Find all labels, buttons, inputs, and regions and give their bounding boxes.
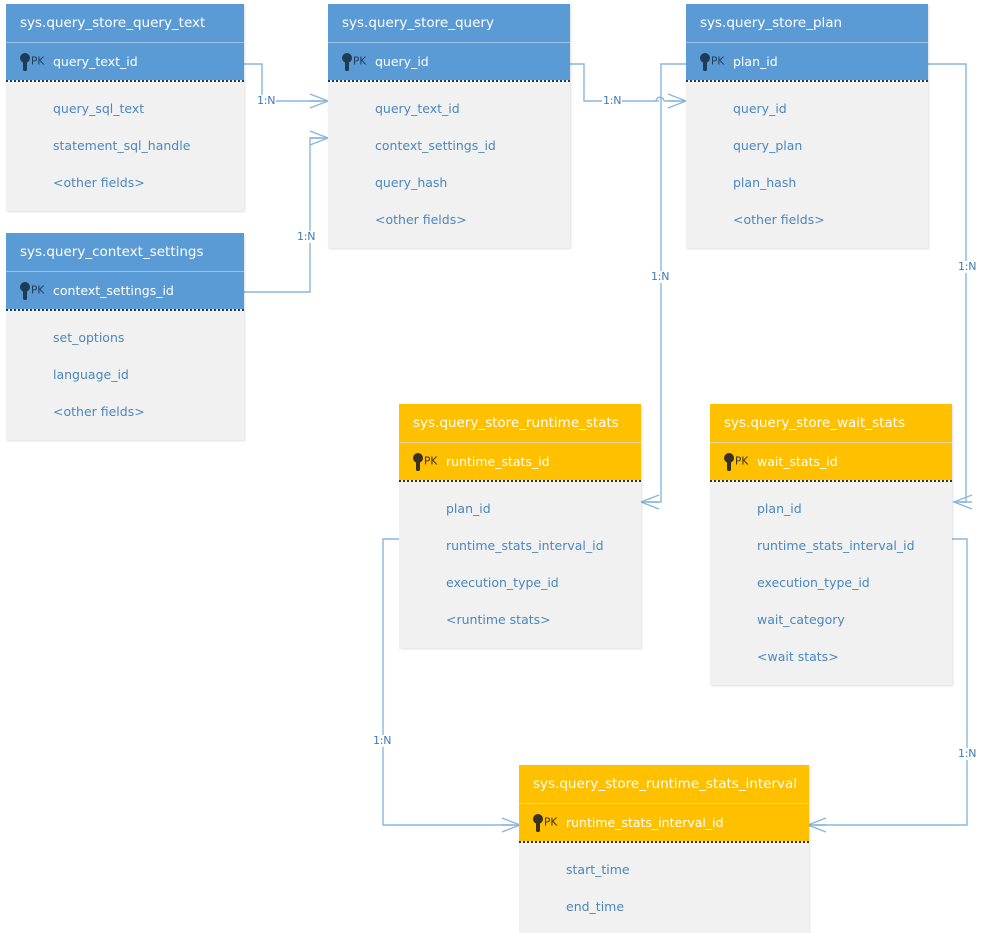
entity-field: query_id (733, 101, 787, 116)
entity-field: plan_id (757, 501, 802, 516)
entity-query-store-wait-stats[interactable]: sys.query_store_wait_stats PK wait_stats… (710, 404, 952, 685)
entity-field: plan_hash (733, 175, 797, 190)
entity-field: <other fields> (375, 212, 467, 227)
entity-field: end_time (566, 899, 625, 914)
crowfoot-query-to-plan (667, 93, 688, 109)
entity-fields-query-store-query-text: query_sql_text statement_sql_handle <oth… (6, 80, 244, 211)
cardinality-label-interval-to-wait-stats: 1:N (957, 747, 978, 760)
entity-field: start_time (566, 862, 630, 877)
entity-field: query_sql_text (53, 101, 145, 116)
entity-field: <wait stats> (757, 649, 839, 664)
entity-fields-query-store-wait-stats: plan_id runtime_stats_interval_id execut… (710, 480, 952, 685)
entity-title-query-context-settings: sys.query_context_settings (6, 233, 244, 272)
entity-field: wait_category (757, 612, 845, 627)
entity-query-store-runtime-stats[interactable]: sys.query_store_runtime_stats PK runtime… (399, 404, 641, 648)
entity-title-query-store-runtime-stats: sys.query_store_runtime_stats (399, 404, 641, 443)
entity-field: set_options (53, 330, 125, 345)
entity-pk-row-query-store-query[interactable]: PK query_id (328, 43, 570, 80)
pk-tag: PK (544, 816, 558, 828)
entity-pk-field-query-store-wait-stats: wait_stats_id (757, 454, 838, 469)
entity-field: <other fields> (733, 212, 825, 227)
entity-pk-row-query-store-query-text[interactable]: PK query_text_id (6, 43, 244, 80)
pk-tag: PK (424, 455, 438, 467)
crowfoot-plan-to-runtime-stats (639, 494, 660, 510)
entity-field: execution_type_id (446, 575, 559, 590)
entity-fields-query-store-runtime-stats-interval: start_time end_time (519, 841, 809, 933)
key-icon (18, 52, 44, 72)
entity-pk-row-query-store-runtime-stats-interval[interactable]: PK runtime_stats_interval_id (519, 804, 809, 841)
entity-pk-field-query-store-runtime-stats-interval: runtime_stats_interval_id (566, 815, 724, 830)
key-icon (531, 813, 557, 833)
entity-fields-query-store-plan: query_id query_plan plan_hash <other fie… (686, 80, 928, 248)
entity-pk-field-query-context-settings: context_settings_id (53, 283, 174, 298)
entity-query-context-settings[interactable]: sys.query_context_settings PK context_se… (6, 233, 244, 440)
key-icon (18, 281, 44, 301)
entity-fields-query-store-runtime-stats: plan_id runtime_stats_interval_id execut… (399, 480, 641, 648)
entity-title-query-store-wait-stats: sys.query_store_wait_stats (710, 404, 952, 443)
entity-field: statement_sql_handle (53, 138, 191, 153)
entity-query-store-query-text[interactable]: sys.query_store_query_text PK query_text… (6, 4, 244, 211)
crowfoot-plan-to-wait-stats (952, 494, 973, 510)
relationship-line-context-settings-to-query (244, 137, 322, 293)
pk-tag: PK (31, 284, 45, 296)
entity-query-store-plan[interactable]: sys.query_store_plan PK plan_id query_id… (686, 4, 928, 248)
entity-field: runtime_stats_interval_id (757, 538, 915, 553)
entity-field: execution_type_id (757, 575, 870, 590)
entity-title-query-store-query: sys.query_store_query (328, 4, 570, 43)
key-icon (722, 452, 748, 472)
entity-pk-field-query-store-query: query_id (375, 54, 429, 69)
crowfoot-interval-to-wait-stats (806, 817, 827, 833)
relationship-line-plan-to-runtime-stats (647, 63, 687, 503)
crowfoot-query-text-to-query (309, 93, 330, 109)
entity-field: runtime_stats_interval_id (446, 538, 604, 553)
entity-title-query-store-plan: sys.query_store_plan (686, 4, 928, 43)
cardinality-label-interval-to-runtime-stats: 1:N (372, 734, 393, 747)
entity-field: <runtime stats> (446, 612, 551, 627)
entity-field: plan_id (446, 501, 491, 516)
entity-field: <other fields> (53, 404, 145, 419)
key-icon (411, 452, 437, 472)
crowfoot-interval-to-runtime-stats (501, 817, 522, 833)
entity-query-store-runtime-stats-interval[interactable]: sys.query_store_runtime_stats_interval P… (519, 765, 809, 933)
entity-field: query_plan (733, 138, 803, 153)
entity-pk-row-query-store-wait-stats[interactable]: PK wait_stats_id (710, 443, 952, 480)
key-icon (340, 52, 366, 72)
entity-pk-row-query-context-settings[interactable]: PK context_settings_id (6, 272, 244, 309)
entity-pk-field-query-store-plan: plan_id (733, 54, 778, 69)
pk-tag: PK (735, 455, 749, 467)
entity-pk-row-query-store-plan[interactable]: PK plan_id (686, 43, 928, 80)
entity-field: language_id (53, 367, 129, 382)
line-hop-query-to-plan (655, 96, 665, 102)
key-icon (698, 52, 724, 72)
entity-fields-query-store-query: query_text_id context_settings_id query_… (328, 80, 570, 248)
entity-field: query_hash (375, 175, 448, 190)
entity-fields-query-context-settings: set_options language_id <other fields> (6, 309, 244, 440)
entity-query-store-query[interactable]: sys.query_store_query PK query_id query_… (328, 4, 570, 248)
cardinality-label-plan-to-runtime-stats: 1:N (650, 270, 671, 283)
entity-title-query-store-runtime-stats-interval: sys.query_store_runtime_stats_interval (519, 765, 809, 804)
cardinality-label-query-text-to-query: 1:N (256, 94, 277, 107)
cardinality-label-query-to-plan: 1:N (602, 94, 623, 107)
entity-field: context_settings_id (375, 138, 496, 153)
pk-tag: PK (31, 55, 45, 67)
cardinality-label-plan-to-wait-stats: 1:N (957, 260, 978, 273)
crowfoot-context-settings-to-query (309, 130, 330, 146)
cardinality-label-context-settings-to-query: 1:N (296, 230, 317, 243)
entity-field: <other fields> (53, 175, 145, 190)
entity-pk-row-query-store-runtime-stats[interactable]: PK runtime_stats_id (399, 443, 641, 480)
pk-tag: PK (353, 55, 367, 67)
entity-title-query-store-query-text: sys.query_store_query_text (6, 4, 244, 43)
entity-pk-field-query-store-query-text: query_text_id (53, 54, 138, 69)
entity-pk-field-query-store-runtime-stats: runtime_stats_id (446, 454, 550, 469)
entity-field: query_text_id (375, 101, 460, 116)
pk-tag: PK (711, 55, 725, 67)
